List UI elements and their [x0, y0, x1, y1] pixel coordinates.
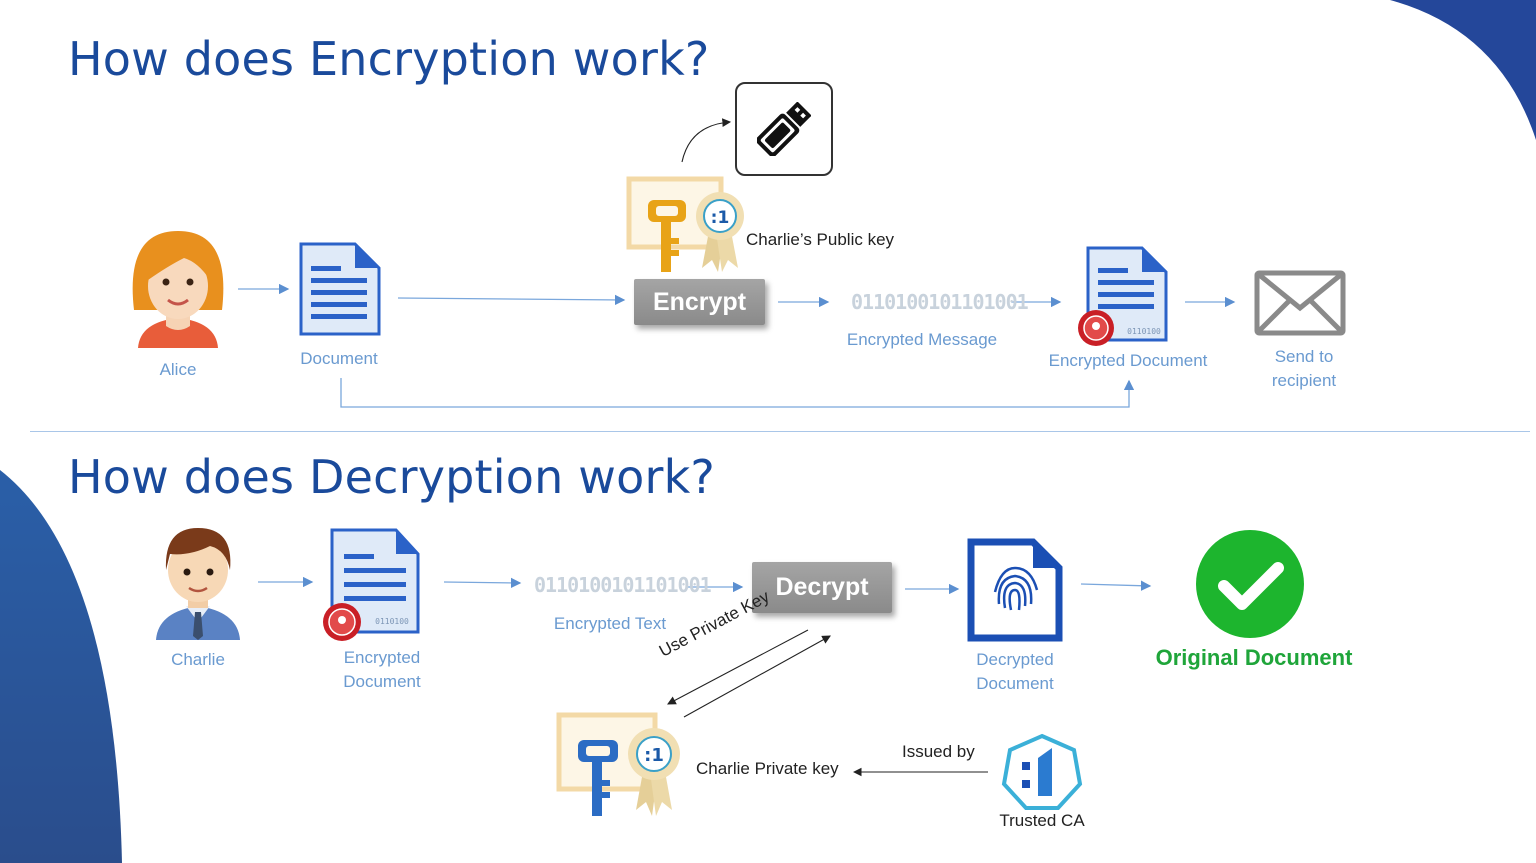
user-male-icon [156, 528, 240, 640]
document-icon [299, 242, 381, 336]
issued-by-label: Issued by [902, 742, 975, 761]
charlie-label: Charlie [171, 650, 225, 669]
svg-text::1: :1 [644, 745, 664, 766]
user-female-icon [132, 231, 224, 348]
top-right-corner-shape [1390, 0, 1536, 140]
original-document-label: Original Document [1155, 645, 1353, 670]
encrypted-document-label: Encrypted Document [1048, 351, 1208, 370]
encrypted-binary-text-2: 0110100101101001 [534, 573, 712, 597]
decryption-title: How does Decryption work? [68, 450, 716, 504]
decrypt-button[interactable]: Decrypt [752, 562, 892, 613]
certificate-key-icon: :1 [556, 712, 680, 816]
public-key-label: Charlie’s Public key [746, 230, 895, 249]
usb-key-box [735, 82, 833, 176]
encrypted-message-label: Encrypted Message [846, 330, 998, 349]
section-divider [30, 431, 1530, 432]
svg-text:0110100: 0110100 [375, 617, 409, 626]
decrypted-document-label: Decrypted Document [976, 650, 1054, 693]
envelope-icon [1254, 270, 1346, 336]
doc-stamp-binary: 0110100 [1127, 327, 1161, 336]
encrypted-text-label: Encrypted Text [553, 614, 667, 633]
usb-key-icon [757, 102, 811, 156]
trusted-ca-label: Trusted CA [999, 811, 1085, 830]
alice-label: Alice [159, 360, 197, 379]
checkmark-icon [1196, 530, 1304, 638]
bottom-left-corner-shape [0, 470, 122, 863]
encrypted-document-icon: 0110100 [1078, 246, 1168, 346]
encrypted-document-label-2: Encrypted Document [343, 648, 421, 691]
encryption-title: How does Encryption work? [68, 32, 710, 86]
encrypted-document-icon: 0110100 [323, 528, 420, 641]
svg-text::1: :1 [711, 208, 730, 228]
document-label: Document [300, 349, 378, 368]
fingerprint-document-icon [967, 538, 1063, 642]
certificate-key-icon: :1 [626, 176, 744, 272]
trusted-ca-logo-icon [1001, 733, 1083, 810]
encrypt-button[interactable]: Encrypt [634, 279, 765, 325]
encrypted-binary-text: 0110100101101001 [851, 290, 1029, 314]
send-to-recipient-label: Send to recipient [1271, 347, 1337, 390]
private-key-label: Charlie Private key [696, 759, 839, 778]
